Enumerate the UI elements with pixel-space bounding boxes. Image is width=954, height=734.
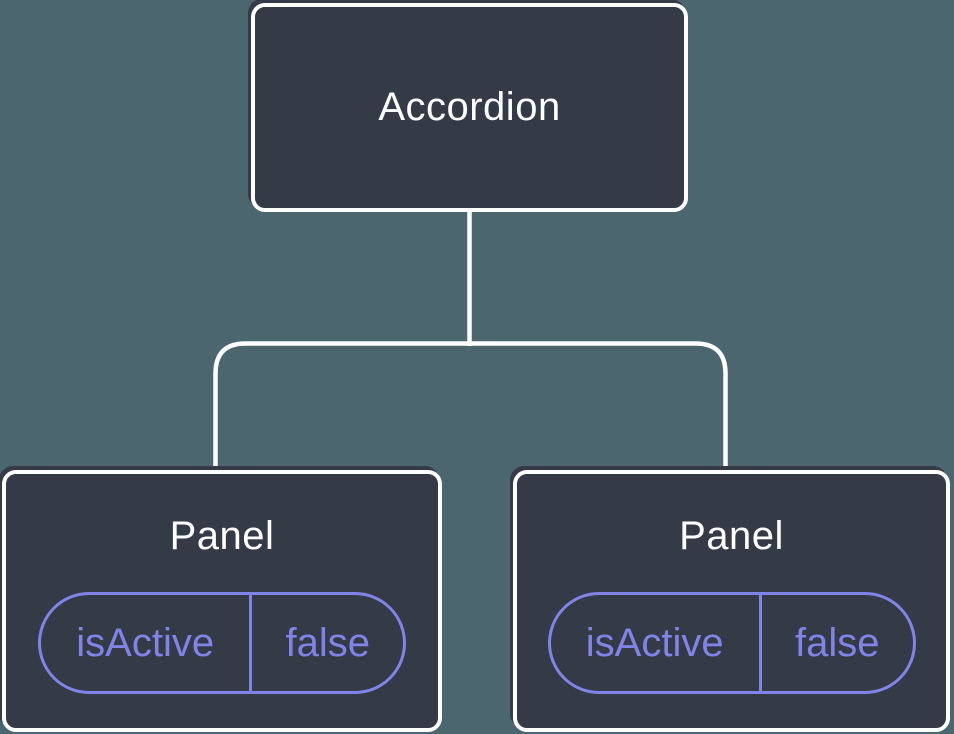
connector-bracket bbox=[213, 341, 728, 470]
state-key-label: isActive bbox=[551, 595, 762, 691]
state-value-label: false bbox=[794, 620, 880, 665]
node-panel-1: Panel isActive false bbox=[2, 470, 442, 732]
node-panel-1-label: Panel bbox=[169, 514, 275, 558]
state-key-label: isActive bbox=[41, 595, 253, 691]
node-panel-2: Panel isActive false bbox=[513, 470, 950, 732]
node-accordion-label: Accordion bbox=[378, 85, 561, 129]
node-accordion: Accordion bbox=[251, 3, 688, 212]
node-panel-2-label: Panel bbox=[679, 514, 784, 558]
state-pill-2: isActive false bbox=[547, 592, 916, 694]
state-pill-1: isActive false bbox=[38, 592, 406, 694]
state-value-label: false bbox=[285, 620, 370, 665]
